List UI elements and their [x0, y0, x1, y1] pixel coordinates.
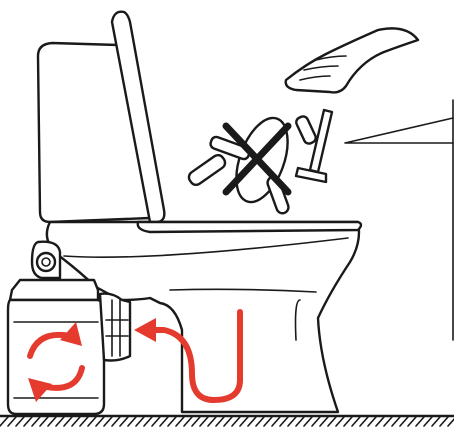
floor-hatch-line [352, 417, 360, 426]
floor-hatch-line [160, 417, 168, 426]
floor-hatch-line [184, 417, 192, 426]
floor-hatch-line [120, 417, 128, 426]
floor-hatch-line [312, 417, 320, 426]
floor-hatch-line [80, 417, 88, 426]
floor-hatch-line [128, 417, 136, 426]
floor-hatch-line [296, 417, 304, 426]
floor-hatch-line [96, 417, 104, 426]
floor-hatch-line [424, 417, 432, 426]
floor-hatch-line [264, 417, 272, 426]
floor-hatch-line [416, 417, 424, 426]
floor-hatch-line [104, 417, 112, 426]
floor-hatch-line [280, 417, 288, 426]
floor-hatch-line [392, 417, 400, 426]
wall [345, 100, 453, 340]
floor-hatch-line [360, 417, 368, 426]
floor-hatch-line [200, 417, 208, 426]
floor [0, 416, 454, 426]
floor-hatch-line [240, 417, 248, 426]
floor-hatch-line [8, 417, 16, 426]
floor-hatch-line [24, 417, 32, 426]
floor-hatch-line [224, 417, 232, 426]
floor-hatch-line [432, 417, 440, 426]
floor-hatch-line [112, 417, 120, 426]
floor-hatch-line [320, 417, 328, 426]
floor-hatch-line [408, 417, 416, 426]
floor-hatch-line [48, 417, 56, 426]
floor-hatch-line [384, 417, 392, 426]
floor-hatch-line [272, 417, 280, 426]
floor-hatch-line [232, 417, 240, 426]
floor-hatch-line [328, 417, 336, 426]
floor-hatch-line [152, 417, 160, 426]
floor-hatch-line [304, 417, 312, 426]
floor-hatch-line [440, 417, 448, 426]
floor-hatch-line [16, 417, 24, 426]
floor-hatch-line [176, 417, 184, 426]
hand-icon [286, 28, 418, 92]
floor-hatch-line [72, 417, 80, 426]
floor-hatch-line [344, 417, 352, 426]
floor-hatch-line [0, 417, 8, 426]
floor-hatch-line [248, 417, 256, 426]
floor-hatch-line [368, 417, 376, 426]
floor-hatch-line [256, 417, 264, 426]
floor-hatch-line [32, 417, 40, 426]
floor-hatch-line [400, 417, 408, 426]
floor-hatch-line [336, 417, 344, 426]
tampon-icon [187, 153, 228, 187]
floor-hatch-line [136, 417, 144, 426]
floor-hatch-line [64, 417, 72, 426]
floor-hatch-line [216, 417, 224, 426]
bone-icon [295, 115, 318, 145]
floor-hatch-line [56, 417, 64, 426]
floor-hatch-line [192, 417, 200, 426]
floor-hatch-line [40, 417, 48, 426]
floor-hatch-line [376, 417, 384, 426]
floor-hatch-line [288, 417, 296, 426]
floor-hatch-line [144, 417, 152, 426]
floor-hatch-line [88, 417, 96, 426]
floor-hatch-line [208, 417, 216, 426]
floor-hatch-line [448, 417, 454, 426]
floor-hatch-line [168, 417, 176, 426]
